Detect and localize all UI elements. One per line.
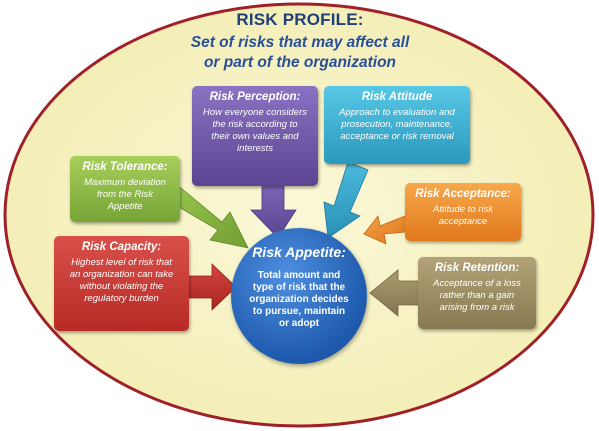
risk-perception-description: How everyone considers the risk accordin… <box>197 107 313 155</box>
risk-capacity-box: Risk Capacity: Highest level of risk tha… <box>54 236 189 331</box>
risk-acceptance-box: Risk Acceptance: Attitude to risk accept… <box>405 183 521 241</box>
risk-retention-line-2: rather than a gain <box>439 290 515 301</box>
risk-acceptance-description: Attitude to risk acceptance <box>410 204 516 228</box>
risk-tolerance-line-3: Appetite <box>107 201 143 212</box>
risk-appetite-line-2: type of risk that the <box>252 282 346 293</box>
risk-retention-line-1: Acceptance of a loss <box>433 278 521 289</box>
risk-retention-heading: Risk Retention: <box>434 262 520 274</box>
risk-tolerance-description: Maximum deviation from the Risk Appetite <box>75 177 175 213</box>
subtitle-line-2: or part of the organization <box>203 54 397 71</box>
risk-acceptance-heading: Risk Acceptance: <box>415 188 511 200</box>
risk-appetite-description: Total amount and type of risk that the o… <box>243 270 355 330</box>
title-block: RISK PROFILE: Set of risks that may affe… <box>140 10 460 73</box>
capacity-arrow <box>185 263 237 311</box>
subtitle-line-1: Set of risks that may affect all <box>190 34 410 51</box>
tolerance-arrow <box>159 183 249 249</box>
attitude-arrow <box>323 161 369 239</box>
risk-attitude-description: Approach to evaluation and prosecution, … <box>329 107 465 143</box>
risk-attitude-line-1: Approach to evaluation and <box>339 107 455 118</box>
risk-tolerance-box: Risk Tolerance: Maximum deviation from t… <box>70 156 180 222</box>
risk-acceptance-line-1: Attitude to risk <box>432 204 494 215</box>
diagram-subtitle: Set of risks that may affect all or part… <box>140 33 460 73</box>
risk-perception-line-2: the risk according to <box>212 119 298 130</box>
risk-perception-line-4: interests <box>237 143 273 154</box>
risk-attitude-heading: Risk Attitude <box>361 91 433 103</box>
risk-capacity-line-4: regulatory burden <box>84 293 159 304</box>
risk-attitude-line-3: acceptance or risk removal <box>340 131 454 142</box>
risk-perception-heading: Risk Perception: <box>209 91 301 103</box>
risk-appetite-heading: Risk Appetite: <box>252 244 346 260</box>
risk-tolerance-line-2: from the Risk <box>97 189 153 200</box>
diagram-title: RISK PROFILE: <box>236 10 364 29</box>
risk-retention-description: Acceptance of a loss rather than a gain … <box>423 278 531 314</box>
risk-capacity-line-2: an organization can take <box>69 269 174 280</box>
risk-acceptance-line-2: acceptance <box>438 216 488 227</box>
risk-appetite-circle: Risk Appetite: Total amount and type of … <box>231 228 367 364</box>
risk-capacity-heading: Risk Capacity: <box>81 241 162 253</box>
risk-appetite-line-5: or adopt <box>279 318 319 329</box>
risk-tolerance-heading: Risk Tolerance: <box>82 161 168 173</box>
risk-attitude-box: Risk Attitude Approach to evaluation and… <box>324 86 470 164</box>
risk-perception-line-1: How everyone considers <box>202 107 308 118</box>
risk-capacity-description: Highest level of risk that an organizati… <box>59 257 184 305</box>
risk-retention-box: Risk Retention: Acceptance of a loss rat… <box>418 257 536 329</box>
risk-retention-line-3: arising from a risk <box>439 302 515 313</box>
risk-capacity-line-1: Highest level of risk that <box>71 257 172 268</box>
risk-attitude-line-2: prosecution, maintenance, <box>341 119 453 130</box>
risk-tolerance-line-1: Maximum deviation <box>84 177 166 188</box>
acceptance-arrow <box>363 213 411 245</box>
risk-appetite-line-1: Total amount and <box>257 270 341 281</box>
risk-perception-line-3: their own values and <box>211 131 299 142</box>
risk-perception-box: Risk Perception: How everyone considers … <box>192 86 318 186</box>
perception-arrow <box>250 182 297 239</box>
risk-capacity-line-3: without violating the <box>79 281 164 292</box>
risk-appetite-line-3: organization decides <box>249 294 349 305</box>
risk-appetite-line-4: to pursue, maintain <box>252 306 346 317</box>
